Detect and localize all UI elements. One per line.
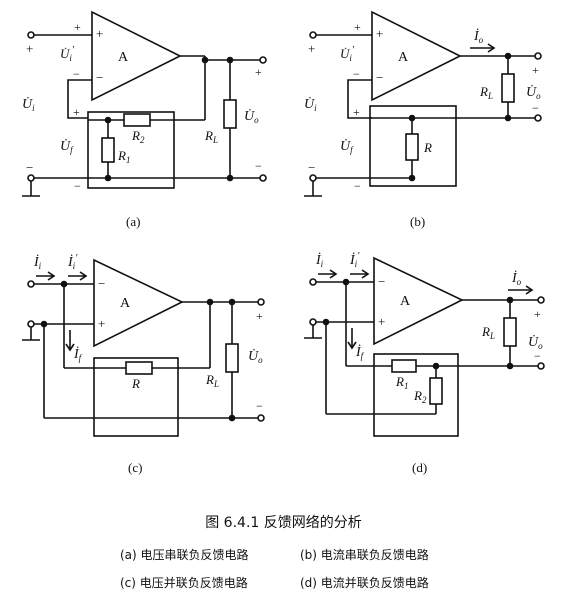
d-if: İf xyxy=(355,344,365,361)
b-r: R xyxy=(423,140,432,155)
opamp-b-plus: + xyxy=(376,26,383,41)
a-r2: R2 xyxy=(131,128,145,145)
a-minus-bottom: − xyxy=(26,160,33,175)
d-rl: RL xyxy=(481,324,495,341)
b-uo: U̇o xyxy=(526,84,541,101)
opamp-a-label: A xyxy=(118,50,129,65)
subfigure-label-d: (d) xyxy=(412,460,428,475)
opamp-c-plus: + xyxy=(98,316,105,331)
a-minus-bottom2: − xyxy=(74,179,81,193)
c-out-minus: − xyxy=(256,399,263,413)
b-minus-loop: − xyxy=(353,67,360,81)
c-uo: U̇o xyxy=(248,348,263,365)
d-out-minus: − xyxy=(534,349,541,363)
d-r2: R2 xyxy=(413,388,427,405)
b-minus-bottom2: − xyxy=(354,179,361,193)
opamp-b xyxy=(371,10,462,102)
b-minus-bottom: − xyxy=(308,160,315,175)
b-top-plus: + xyxy=(354,20,361,34)
b-ui: U̇i xyxy=(304,96,317,113)
c-if: İf xyxy=(73,346,83,363)
feedback-box-c xyxy=(93,357,179,437)
a-minus-loop: − xyxy=(73,67,80,81)
c-out-plus: + xyxy=(256,309,263,323)
a-rl: RL xyxy=(204,128,218,145)
opamp-a xyxy=(91,10,182,102)
opamp-b-minus: − xyxy=(376,70,383,85)
a-ui-prime: U̇i′ xyxy=(60,45,75,63)
circuit-c: A − + İi İi′ İf R xyxy=(22,253,265,437)
c-ii: İi xyxy=(33,254,42,271)
opamp-d-plus: + xyxy=(378,314,385,329)
feedback-box-d xyxy=(373,353,459,437)
circuit-d: A − + İi İi′ İf R1 R2 İ xyxy=(304,251,545,437)
caption-item-b: (b) 电流串联负反馈电路 xyxy=(300,548,429,562)
b-rl: RL xyxy=(479,84,493,101)
d-ii-prime: İi′ xyxy=(349,251,360,269)
a-r1: R1 xyxy=(117,148,130,165)
b-uf: U̇f xyxy=(340,138,354,155)
opamp-c-minus: − xyxy=(98,276,105,291)
opamp-d xyxy=(373,256,464,346)
d-io: İo xyxy=(511,270,522,287)
feedback-box-b xyxy=(369,105,457,187)
caption-item-a: (a) 电压串联负反馈电路 xyxy=(120,548,249,562)
c-rl: RL xyxy=(205,372,219,389)
subfigure-label-c: (c) xyxy=(128,460,143,475)
d-r1: R1 xyxy=(395,374,408,391)
a-ui: U̇i xyxy=(22,96,35,113)
b-ui-prime: U̇i′ xyxy=(340,45,355,63)
a-out-minus: − xyxy=(255,159,262,173)
opamp-c-label: A xyxy=(120,296,131,311)
opamp-d-label: A xyxy=(400,294,411,309)
figure-caption-title: 图 6.4.1 反馈网络的分析 xyxy=(205,515,362,531)
c-r: R xyxy=(131,376,140,391)
circuit-b: A + − + + U̇i′ − + U̇i U̇f R − − xyxy=(304,10,542,197)
caption-item-d: (d) 电流并联负反馈电路 xyxy=(300,576,429,590)
a-out-plus: + xyxy=(255,65,262,79)
caption-item-c: (c) 电压并联负反馈电路 xyxy=(120,576,248,590)
opamp-a-plus: + xyxy=(96,26,103,41)
d-out-plus: + xyxy=(534,307,541,321)
opamp-b-label: A xyxy=(398,50,409,65)
subfigure-label-a: (a) xyxy=(126,214,141,229)
feedback-box-a xyxy=(87,111,175,189)
a-uo: U̇o xyxy=(244,108,259,125)
d-ii: İi xyxy=(315,252,324,269)
opamp-d-minus: − xyxy=(378,274,385,289)
b-out-plus: + xyxy=(532,63,539,77)
b-out-minus: − xyxy=(532,101,539,115)
a-uf: U̇f xyxy=(60,138,74,155)
c-ii-prime: İi′ xyxy=(67,253,78,271)
a-plus-uf: + xyxy=(73,105,80,119)
circuit-a: A + − + + U̇i′ − + U̇i U̇f R2 R1 − − xyxy=(22,10,267,197)
opamp-a-minus: − xyxy=(96,70,103,85)
b-in-plus: + xyxy=(308,41,315,56)
a-in-plus: + xyxy=(26,41,33,56)
subfigure-label-b: (b) xyxy=(410,214,426,229)
opamp-c xyxy=(93,258,184,348)
b-plus-uf: + xyxy=(353,105,360,119)
b-io: İo xyxy=(473,28,484,45)
a-top-plus: + xyxy=(74,20,81,34)
